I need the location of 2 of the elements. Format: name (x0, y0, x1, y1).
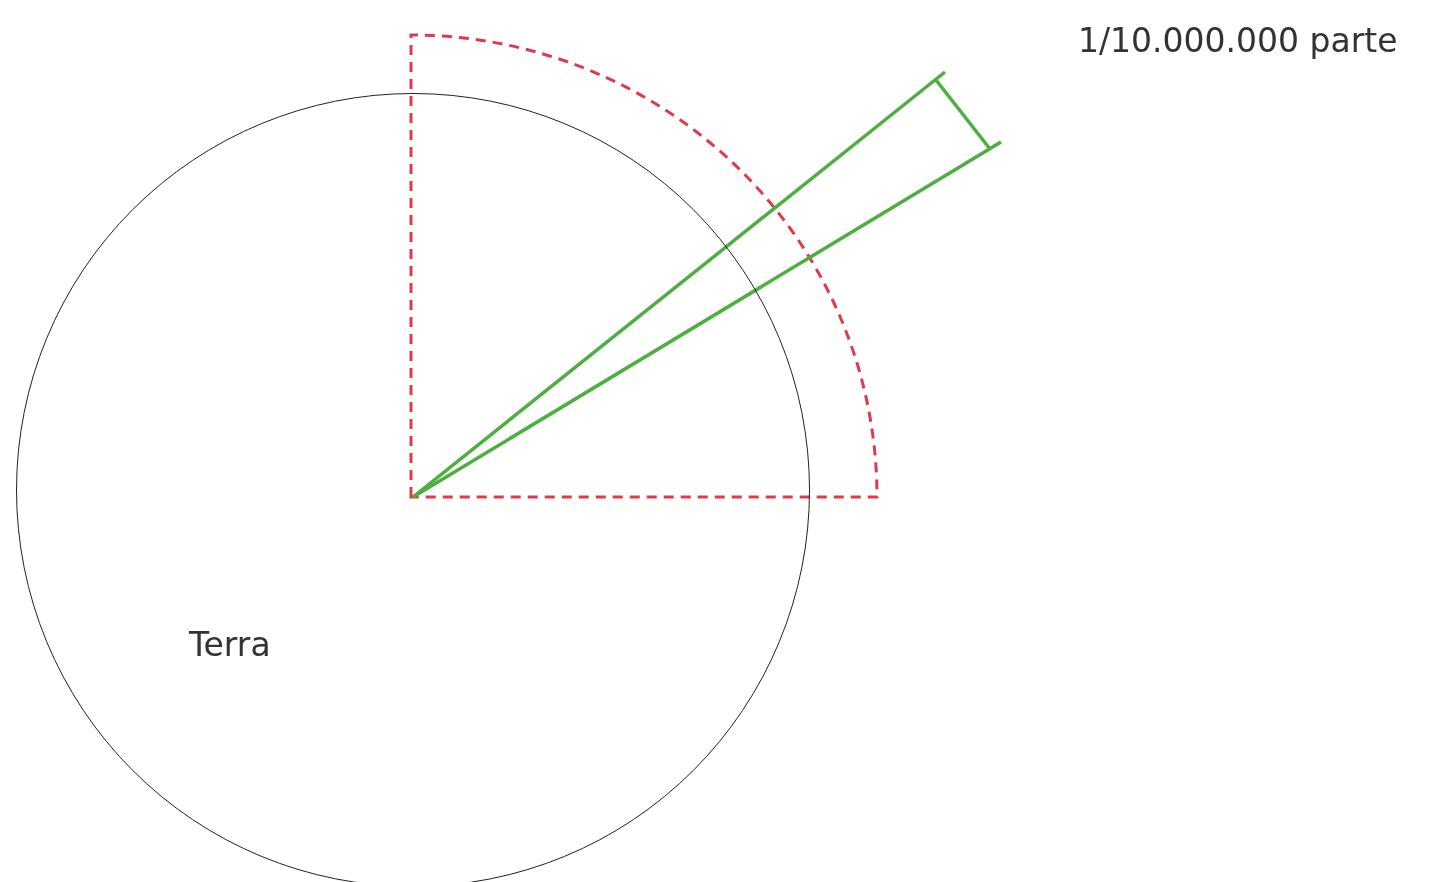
dimension-label: 1/10.000.000 parte (1078, 24, 1398, 57)
circle-label: Terra (189, 628, 271, 661)
